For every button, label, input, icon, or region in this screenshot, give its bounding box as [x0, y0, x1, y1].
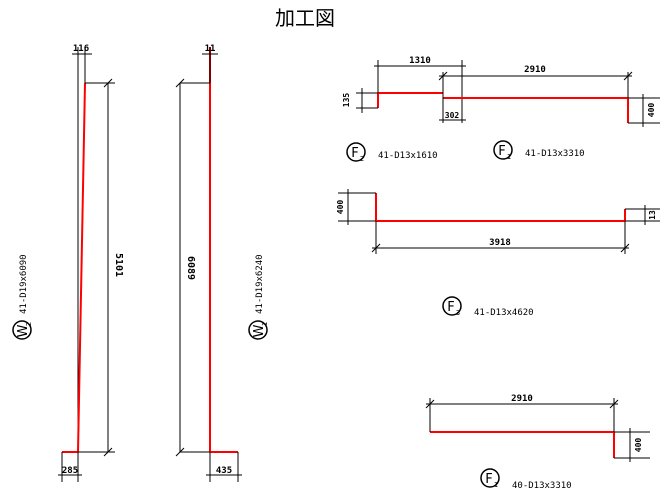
dim-f1a-hook: 400	[647, 103, 656, 118]
spec-f3: 41-D13x4620	[474, 308, 534, 318]
mark-circle-f3	[442, 296, 462, 316]
dim-w2-bottom: 285	[62, 466, 78, 476]
spec-f1a: 41-D13x3310	[525, 149, 585, 159]
mark-sub-f3: 3	[456, 309, 460, 317]
dim-f1b-length: 2910	[511, 394, 533, 404]
dim-w1-length: 6089	[185, 256, 196, 280]
label-w2: W 2 41-D19x6090	[12, 254, 33, 340]
bar-w1: 11 6089 435	[175, 44, 242, 482]
label-w1: W 1 41-D19x6240	[248, 254, 269, 340]
bar-f1b: 2910 400	[425, 394, 650, 462]
dim-f1b-hook: 400	[634, 438, 643, 453]
dim-f3-hook-right: 13	[648, 210, 657, 220]
mark-circle-f1b	[480, 468, 500, 488]
dim-f2-overlap: 302	[445, 111, 460, 120]
mark-sub-f2: 2	[360, 155, 364, 163]
dim-w1-bottom: 435	[216, 466, 232, 476]
mark-letter-w2: W	[16, 324, 31, 337]
mark-circle-w2	[12, 320, 32, 340]
mark-letter-f1a: F	[498, 144, 505, 159]
spec-f1b: 40-D13x3310	[512, 481, 572, 491]
mark-letter-f2: F	[351, 146, 358, 161]
dim-f3-length: 3918	[489, 238, 511, 248]
mark-sub-f1a: 1	[507, 153, 511, 161]
mark-letter-f3: F	[447, 300, 454, 315]
mark-circle-f2	[346, 142, 366, 162]
mark-letter-w1: W	[252, 324, 267, 337]
spec-f2: 41-D13x1610	[378, 151, 438, 161]
label-f2: F 2 41-D13x1610	[346, 142, 438, 163]
mark-circle-f1a	[493, 140, 513, 160]
label-f1b: F 1 40-D13x3310	[480, 468, 572, 491]
bar-f2-f1a: 135 1310 2910 302 400	[342, 56, 660, 127]
label-f3: F 3 41-D13x4620	[442, 296, 534, 318]
mark-sub-w1: 1	[261, 322, 269, 326]
dim-f2-hook: 135	[342, 93, 351, 108]
mark-sub-w2: 2	[25, 322, 33, 326]
bar-w2: 116 5101 285	[58, 44, 124, 482]
mark-circle-w1	[248, 320, 268, 340]
drawing-title: 加工図	[275, 6, 335, 30]
spec-w2: 41-D19x6090	[19, 254, 29, 314]
dim-w2-top: 116	[73, 44, 89, 54]
label-f1a: F 1 41-D13x3310	[493, 140, 585, 161]
mark-letter-f1b: F	[485, 472, 492, 487]
bar-f3: 400 13 3918	[336, 189, 660, 254]
dim-w2-length: 5101	[113, 253, 124, 277]
dim-w1-top: 11	[205, 44, 216, 54]
dim-f1a-length: 2910	[524, 65, 546, 75]
mark-sub-f1b: 1	[494, 481, 498, 489]
dim-f2-length: 1310	[409, 56, 431, 66]
spec-w1: 41-D19x6240	[255, 254, 265, 314]
dim-f3-hook-left: 400	[336, 200, 345, 215]
